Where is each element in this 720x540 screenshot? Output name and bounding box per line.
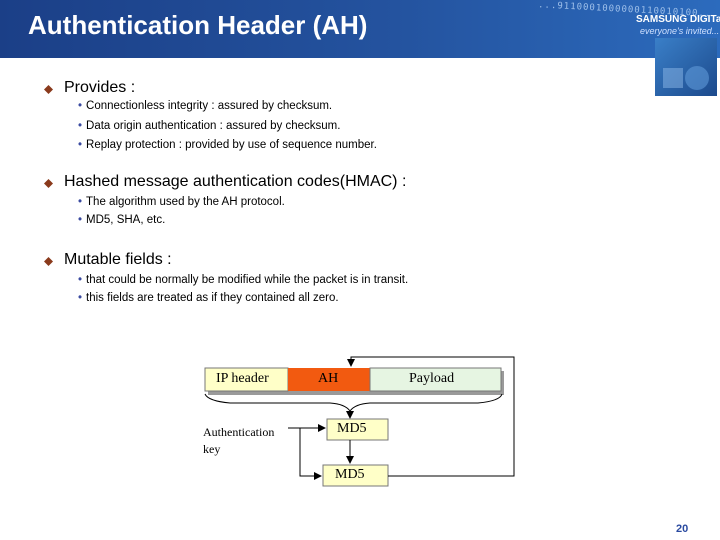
list-item: •this fields are treated as if they cont… — [78, 292, 339, 304]
section-heading-provides: Provides : — [64, 79, 136, 96]
md5-top-label: MD5 — [337, 421, 367, 436]
list-item: •The algorithm used by the AH protocol. — [78, 196, 285, 208]
brand-logo-text: SAMSUNG DIGITall — [636, 14, 720, 25]
logo-image-icon — [655, 38, 717, 96]
section-heading-hmac: Hashed message authentication codes(HMAC… — [64, 173, 407, 190]
list-item: •Data origin authentication : assured by… — [78, 120, 341, 132]
brace-line — [204, 393, 503, 412]
section-bullet-icon — [44, 85, 53, 94]
bullet-icon: • — [78, 214, 83, 226]
section-bullet-icon — [44, 179, 53, 188]
section-heading-mutable-fields: Mutable fields : — [64, 251, 172, 268]
bullet-icon: • — [78, 139, 83, 151]
auth-key-label: Authentication key — [203, 425, 275, 456]
md5-bottom-label: MD5 — [335, 467, 365, 482]
ah-label: AH — [318, 371, 339, 386]
bullet-icon: • — [78, 196, 83, 208]
ah-box — [288, 368, 370, 391]
ip-header-label: IP header — [216, 371, 269, 386]
bullet-icon: • — [78, 120, 83, 132]
list-item: •Replay protection : provided by use of … — [78, 139, 377, 151]
bullet-icon: • — [78, 100, 83, 112]
page-number: 20 — [676, 523, 689, 535]
list-item: •MD5, SHA, etc. — [78, 214, 166, 226]
slide-header-bar: Authentication Header (AH) ...9110001000… — [0, 0, 720, 58]
payload-box — [369, 367, 502, 392]
list-item: •that could be normally be modified whil… — [78, 274, 409, 286]
md5-top-box — [326, 418, 389, 441]
bullet-icon: • — [78, 292, 83, 304]
section-bullet-icon — [44, 257, 53, 266]
payload-label: Payload — [409, 371, 455, 386]
bullet-icon: • — [78, 274, 83, 286]
slide-title: Authentication Header (AH) — [28, 10, 368, 40]
list-item: •Connectionless integrity : assured by c… — [78, 100, 333, 112]
brand-tagline: everyone's invited... — [640, 26, 720, 36]
